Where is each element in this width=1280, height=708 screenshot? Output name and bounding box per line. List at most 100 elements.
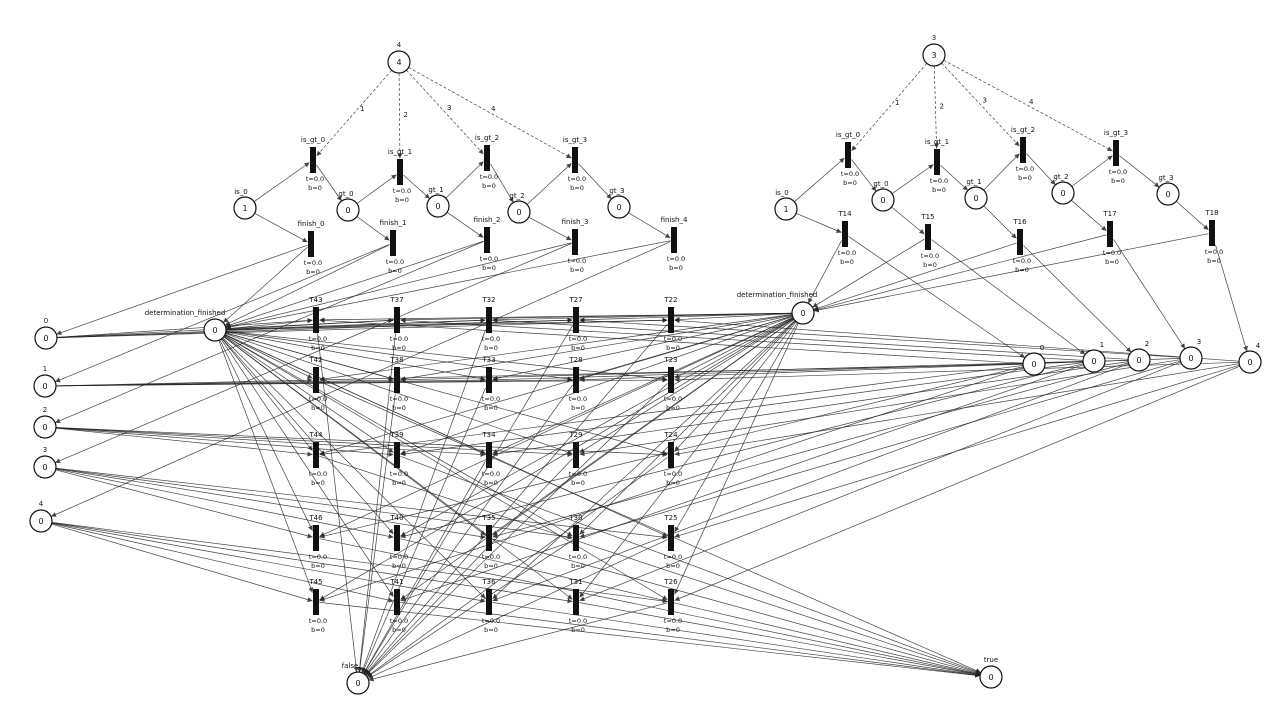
left-gt-place-3-circle [607,195,631,219]
right-is-gt-transition-0-bar [845,142,851,168]
left-is-gt-transition-0: is_gt_0t=0.0b=0 [301,136,325,192]
right-top-place-label: 3 [932,34,936,42]
arc [943,59,1113,152]
grid-transition-0-1-b: b=0 [392,344,406,352]
right-finish-transition-0-label: T14 [837,210,852,218]
arc [891,164,934,194]
right-value-place-0: 00 [1022,344,1046,376]
arc [933,65,939,149]
grid-transition-0-4-bar [668,307,674,333]
arc [319,381,982,673]
grid-transition-0-1-time: t=0.0 [390,335,408,343]
right-value-place-0-tokens: 0 [1031,360,1036,369]
arc [223,335,394,453]
left-value-place-3-tokens: 0 [42,463,47,472]
left-top-place-label: 4 [397,41,402,49]
right-arc-weight-1: 2 [940,103,944,111]
grid-transition-3-2-bar [486,525,492,551]
grid-transition-4-2-time: t=0.0 [482,617,500,625]
left-arc-weight-0: 1 [360,105,364,113]
right-finish-transition-0-time: t=0.0 [838,249,856,257]
arc [356,174,397,204]
right-is-place: 1is_0 [774,189,798,221]
left-is-gt-transition-1-time: t=0.0 [393,187,411,195]
left-gt-place-0-circle [336,198,360,222]
left-is-place-circle [233,196,257,220]
left-gt-place-3-tokens: 0 [616,203,621,212]
arc [225,317,394,330]
grid-transition-2-0-bar [313,442,319,468]
arc [579,320,796,535]
grid-transition-2-3-label: T29 [568,431,582,439]
arc [579,361,1181,602]
right-value-place-1-tokens: 0 [1091,357,1096,366]
right-value-place-2-tokens: 0 [1136,356,1141,365]
arc [225,331,486,381]
grid-transition-2-4-bar [668,442,674,468]
left-finish-transition-0: finish_0t=0.0b=0 [298,220,325,276]
left-arc-weight-2: 3 [447,104,451,112]
arc [363,460,486,674]
grid-transition-3-3-bar [573,525,579,551]
arc [851,159,877,192]
grid-transition-1-2-bar [486,367,492,393]
arc [579,602,981,677]
right-value-place-0-circle [1022,352,1046,376]
grid-transition-2-1-bar [394,442,400,468]
grid-transition-0-3-bar [573,307,579,333]
left-finish-transition-2-bar [484,227,490,253]
right-finish-transition-3-label: T17 [1102,210,1116,218]
arc [983,205,1017,239]
arc [446,212,484,238]
right-gt-place-3: 0gt_3 [1156,174,1180,206]
left-finish-transition-1-time: t=0.0 [386,258,404,266]
arc [400,316,793,455]
arc [579,321,797,598]
left-gt-place-3-label: gt_3 [609,187,624,195]
right-is-gt-transition-3: is_gt_3t=0.0b=0 [1104,129,1128,185]
grid-transition-4-3-label: T31 [568,578,582,586]
arc [319,317,794,537]
left-value-place-2-label: 2 [43,406,47,414]
right-finish-transition-0-bar [842,221,848,247]
right-value-place-3-label: 3 [1197,338,1201,346]
grid-transition-3-3-label: T30 [568,514,582,522]
right-finish-transition-2-b: b=0 [1015,266,1029,274]
arc [526,163,572,205]
grid-transition-0-0-time: t=0.0 [309,335,327,343]
grid-transition-2-2-time: t=0.0 [482,470,500,478]
right-top-place: 33 [922,34,946,67]
right-value-place-2: 02 [1127,340,1151,372]
grid-transition-0-4-label: T22 [663,296,677,304]
grid-transition-2-1-label: T39 [389,431,403,439]
left-is-gt-transition-0-label: is_gt_0 [301,136,325,144]
grid-transition-1-4-time: t=0.0 [664,395,682,403]
left-value-place-3-label: 3 [43,446,47,454]
right-is-place-tokens: 1 [783,205,788,214]
arc [400,538,981,676]
arc [51,523,313,602]
arc [490,163,514,203]
arc [579,360,1181,538]
arc [363,325,573,674]
right-finish-transition-2-bar [1017,229,1023,255]
arc [319,455,981,675]
grid-transition-0-4-b: b=0 [666,344,680,352]
arc [1175,201,1209,231]
nodes-layer: 441is_00gt_00gt_10gt_20gt_3is_gt_0t=0.0b… [29,34,1262,695]
grid-transition-3-3-b: b=0 [571,562,585,570]
right-gt-place-1-circle [964,186,988,210]
grid-transition-3-0-bar [313,525,319,551]
right-is-gt-transition-2-time: t=0.0 [1016,165,1034,173]
grid-transition-2-1-b: b=0 [392,479,406,487]
right-value-place-2-label: 2 [1145,340,1149,348]
right-is-gt-transition-0-b: b=0 [843,179,857,187]
arc [225,317,486,330]
